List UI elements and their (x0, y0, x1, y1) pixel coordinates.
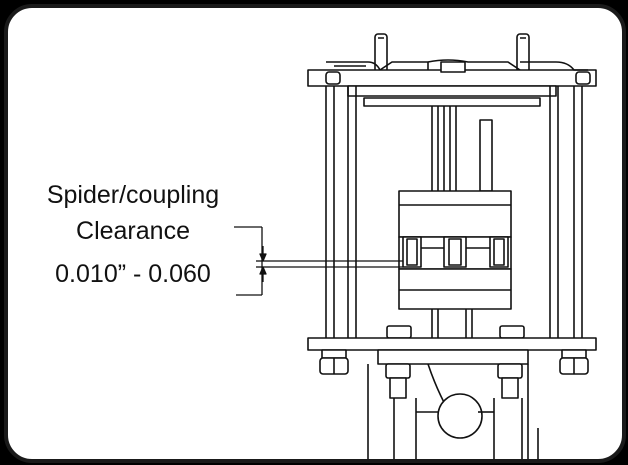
bottom-nut-right (559, 357, 589, 375)
diagram-frame: Spider/coupling Clearance 0.010” - 0.060 (4, 4, 626, 463)
top-stud-left (374, 33, 388, 73)
spider-insert (398, 236, 512, 270)
coupling-hub-upper (398, 190, 512, 238)
callout-label-line-1: Spider/coupling (46, 181, 220, 209)
callout-label-line-2: Clearance (76, 217, 190, 245)
coupling-hub-lower (398, 268, 512, 310)
lower-nuts (386, 325, 525, 339)
pump-body (367, 349, 539, 459)
upper-shaft (431, 106, 493, 192)
top-stud-right (516, 33, 530, 73)
lower-shaft (431, 309, 473, 338)
tie-rods (325, 86, 583, 338)
bottom-nut-left (319, 357, 349, 375)
clearance-dimension (234, 226, 403, 296)
callout-clearance-value: 0.010” - 0.060 (55, 260, 211, 288)
top-bracket (307, 59, 597, 107)
pump-coupling-drawing (234, 33, 597, 459)
